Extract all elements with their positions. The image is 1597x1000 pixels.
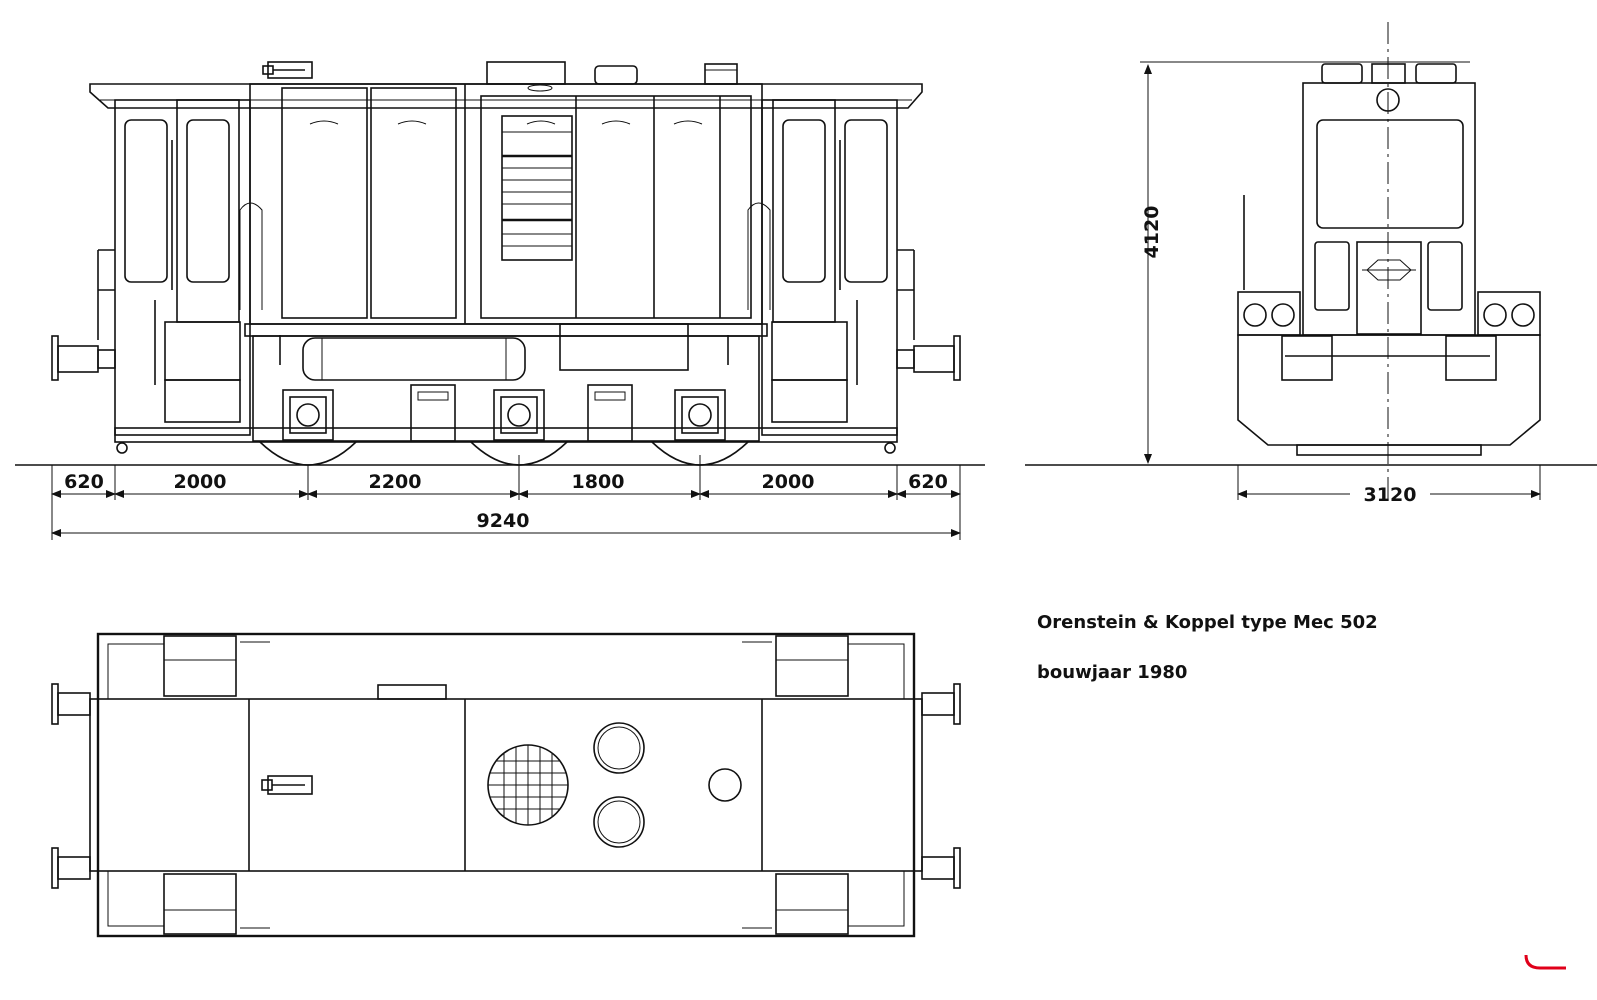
top-roof-box (377, 684, 447, 700)
side-view: 620 2000 2200 1800 2000 620 9240 (15, 61, 985, 540)
wheel-icon (116, 441, 896, 466)
roof-box (486, 61, 566, 92)
buffer-left (51, 335, 116, 381)
exhaust-circles (593, 722, 742, 848)
dim-label-overall-length: 9240 (477, 510, 530, 532)
top-view (51, 632, 961, 938)
fan-grille (487, 744, 569, 826)
top-frame (96, 632, 916, 938)
axle-box-3 (674, 389, 726, 441)
dim-label-width: 3120 (1364, 484, 1417, 506)
top-steps (107, 635, 905, 935)
corner-mark-icon (1524, 954, 1566, 970)
roof-vent (594, 63, 738, 85)
dim-label-2200: 2200 (369, 471, 422, 493)
dim-label-2000-left: 2000 (174, 471, 227, 493)
caption-title: Orenstein & Koppel type Mec 502 (1037, 612, 1378, 633)
sandbox (410, 384, 633, 442)
axle-box-2 (493, 389, 545, 441)
left-cab (97, 99, 263, 436)
end-buffer-beam (1237, 291, 1541, 456)
caption-build-year: bouwjaar 1980 (1037, 662, 1187, 683)
dim-label-height: 4120 (1141, 206, 1163, 259)
end-dimensions: 4120 3120 (1141, 64, 1541, 506)
top-body (89, 698, 923, 872)
underframe (114, 323, 898, 443)
axle-box-1 (282, 389, 334, 441)
radiator-grille (501, 115, 573, 261)
dim-label-620-left: 620 (64, 471, 104, 493)
top-horn-icon (261, 775, 313, 795)
top-buffers (51, 683, 961, 889)
end-cab (1140, 61, 1476, 336)
buffer-right (896, 335, 961, 381)
dim-label-1800: 1800 (572, 471, 625, 493)
end-view: 4120 3120 (1025, 22, 1597, 506)
side-dimensions: 620 2000 2200 1800 2000 620 9240 (51, 455, 961, 540)
dim-label-2000-right: 2000 (762, 471, 815, 493)
dim-label-620-right: 620 (908, 471, 948, 493)
horn-icon (262, 61, 313, 79)
right-cab (747, 99, 915, 436)
